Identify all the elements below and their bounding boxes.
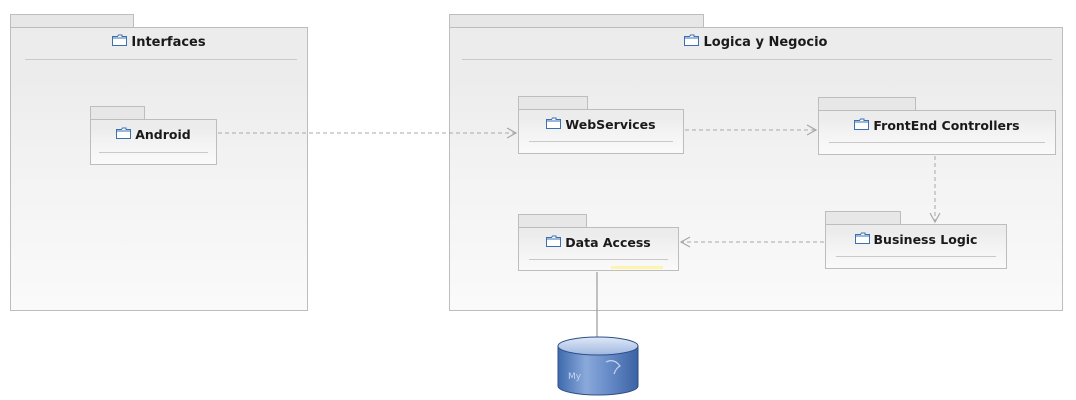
database-label: My	[568, 372, 582, 382]
logica-package-title: Logica y Negocio	[703, 34, 828, 50]
android-package[interactable]: Android	[90, 119, 217, 165]
mysql-database-icon: My	[554, 336, 642, 396]
dataaccess-package-title: Data Access	[565, 234, 651, 250]
interfaces-package[interactable]: Interfaces	[10, 27, 308, 311]
webservices-package-title: WebServices	[565, 116, 656, 132]
dataaccess-divider	[529, 259, 668, 260]
frontend-package[interactable]: FrontEnd Controllers	[818, 110, 1056, 155]
folder-icon	[112, 34, 128, 50]
android-divider	[99, 152, 208, 153]
dataaccess-package[interactable]: Data Access	[518, 227, 679, 271]
business-package-tab	[825, 211, 901, 225]
business-package-title: Business Logic	[873, 231, 978, 247]
frontend-package-tab	[818, 97, 916, 111]
dataaccess-highlight-mark	[611, 266, 663, 269]
folder-icon	[854, 118, 870, 133]
folder-icon	[546, 235, 562, 250]
interfaces-package-tab	[10, 14, 134, 28]
android-package-title: Android	[135, 126, 191, 142]
business-divider	[836, 256, 996, 257]
interfaces-package-title: Interfaces	[131, 34, 206, 50]
frontend-package-title: FrontEnd Controllers	[873, 117, 1020, 133]
logica-divider	[462, 59, 1052, 60]
interfaces-divider	[25, 59, 297, 60]
folder-icon	[684, 34, 700, 50]
android-package-tab	[90, 106, 145, 120]
business-package[interactable]: Business Logic	[825, 224, 1007, 269]
folder-icon	[854, 232, 870, 247]
webservices-package[interactable]: WebServices	[518, 109, 684, 154]
webservices-package-tab	[518, 96, 588, 110]
logica-package-tab	[449, 14, 704, 28]
dataaccess-package-tab	[518, 214, 587, 228]
folder-icon	[546, 117, 562, 132]
frontend-divider	[829, 142, 1045, 143]
webservices-divider	[529, 141, 673, 142]
folder-icon	[116, 127, 132, 142]
